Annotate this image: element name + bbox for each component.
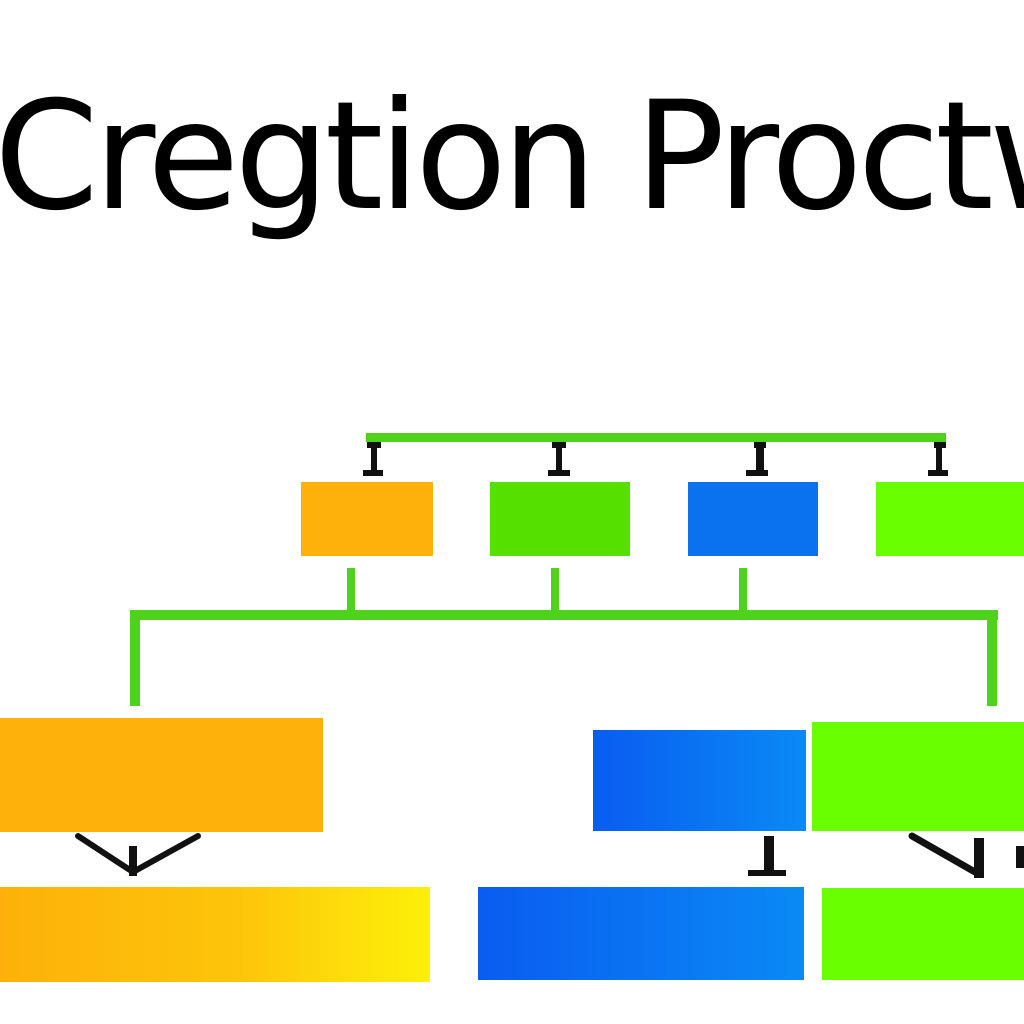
- arrow-stub-3: [746, 442, 768, 476]
- bottom-box-lime: [822, 888, 1024, 980]
- bottom-box-blue: [478, 887, 804, 980]
- branch-arrow-left: [75, 833, 201, 875]
- middle-box-blue: [593, 730, 806, 831]
- top-box-lime: [876, 482, 1024, 556]
- drop-line-1: [347, 568, 355, 610]
- drop-line-3: [739, 568, 747, 610]
- bottom-row: [0, 887, 1024, 982]
- middle-connector: [130, 568, 998, 706]
- arrow-stub-2: [548, 442, 570, 476]
- branch-arrow-right: [908, 832, 979, 876]
- lower-arrows: [75, 832, 1024, 878]
- bottom-box-orange: [0, 887, 430, 982]
- middle-connector-bar: [130, 610, 998, 620]
- right-riser: [987, 610, 997, 706]
- top-connector: [366, 433, 946, 442]
- top-row: [301, 482, 1024, 556]
- top-box-green: [490, 482, 630, 556]
- arrow-stub-1: [363, 442, 383, 476]
- middle-row: [0, 718, 1024, 832]
- arrow-stub-4: [928, 442, 948, 476]
- middle-box-lime: [812, 722, 1024, 831]
- top-arrows: [363, 442, 948, 476]
- top-box-orange: [301, 482, 433, 556]
- top-box-blue: [688, 482, 818, 556]
- left-riser: [130, 610, 140, 706]
- middle-box-orange: [0, 718, 323, 832]
- drop-line-2: [551, 568, 559, 610]
- diagram-title: Cregtion Proctwo: [0, 70, 1024, 244]
- center-stub: [748, 836, 786, 876]
- top-connector-bar: [366, 433, 946, 442]
